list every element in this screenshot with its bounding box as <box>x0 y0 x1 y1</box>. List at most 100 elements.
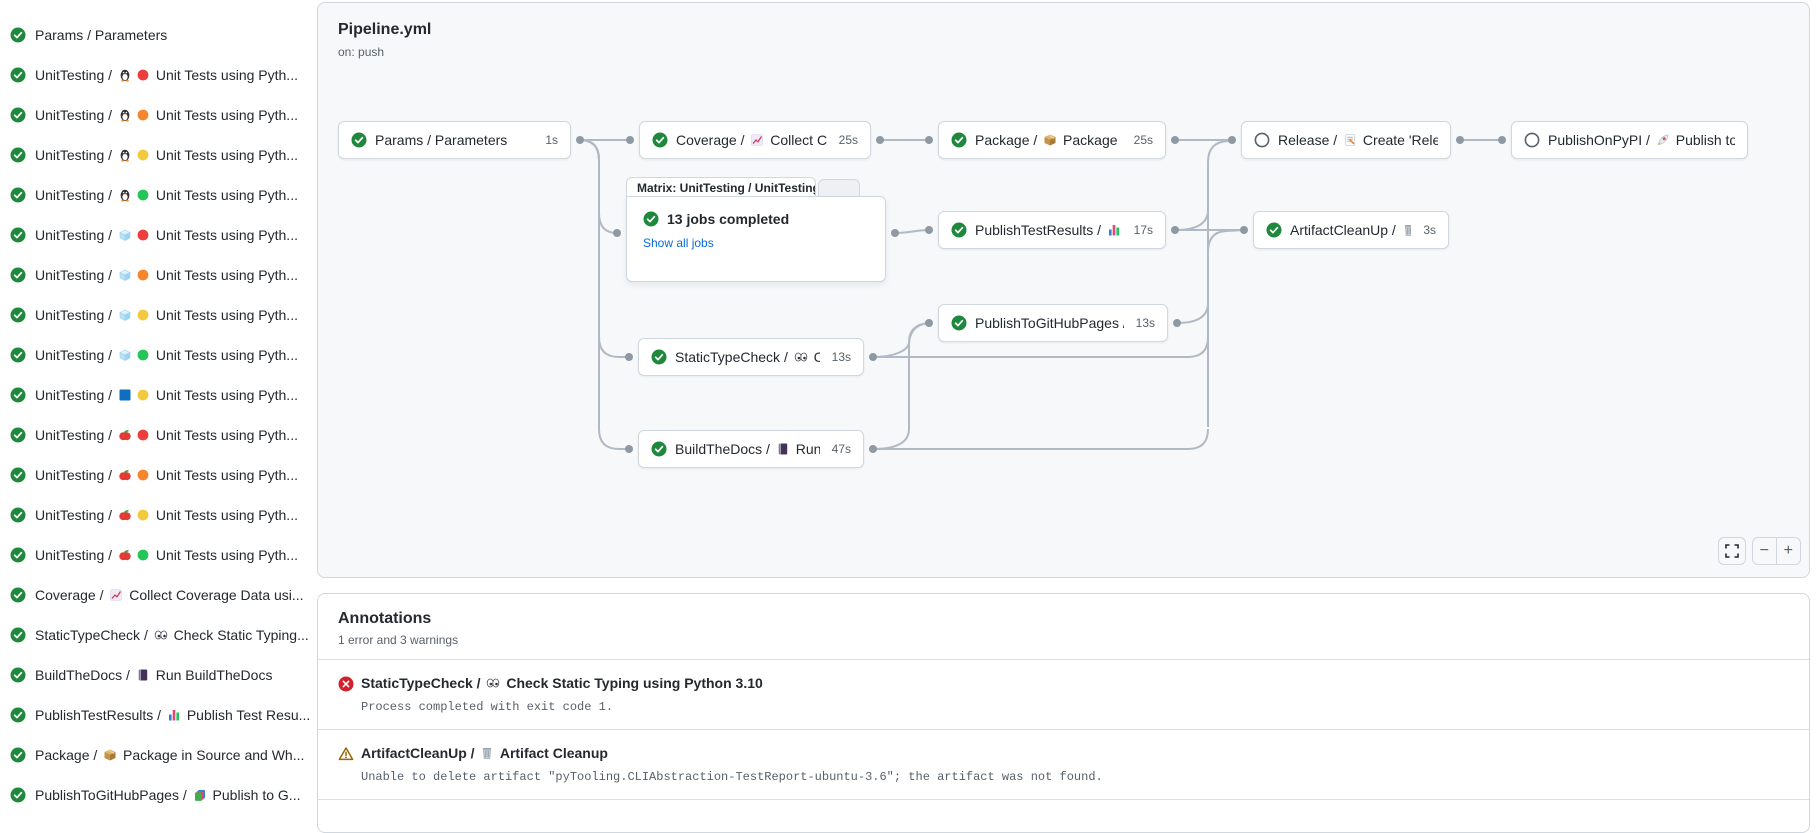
sidebar-job-item[interactable]: Package / Package in Source and Wh... <box>0 735 317 775</box>
layers-icon <box>193 788 207 802</box>
graph-node-ptr[interactable]: PublishTestResults / Pu...17s <box>938 211 1166 249</box>
sidebar-job-item[interactable]: StaticTypeCheck / Check Static Typing... <box>0 615 317 655</box>
success-icon <box>10 147 26 163</box>
success-icon <box>10 667 26 683</box>
apple-icon <box>118 468 132 482</box>
success-icon <box>10 67 26 83</box>
sidebar-job-label: UnitTesting / Unit Tests using Pyth... <box>35 387 298 403</box>
job-name: UnitTesting <box>35 147 104 163</box>
sidebar-job-item[interactable]: UnitTesting / Unit Tests using Pyth... <box>0 535 317 575</box>
bar-chart-icon <box>167 708 181 722</box>
job-name: UnitTesting <box>35 227 104 243</box>
chart-up-icon <box>109 588 123 602</box>
separator: / <box>179 787 191 803</box>
step-label: Publish to G... <box>209 787 301 803</box>
sidebar-job-item[interactable]: UnitTesting / Unit Tests using Pyth... <box>0 175 317 215</box>
job-name: Package <box>975 132 1029 148</box>
job-name: ArtifactCleanUp <box>361 745 467 761</box>
job-name: Params <box>35 27 83 43</box>
annotation-error: StaticTypeCheck / Check Static Typing us… <box>318 660 1809 729</box>
graph-node-stc[interactable]: StaticTypeCheck / Chec...13s <box>638 338 864 376</box>
graph-node-pypi[interactable]: PublishOnPyPI / Publish to ... <box>1511 121 1748 159</box>
separator: / <box>1388 222 1400 238</box>
success-icon <box>10 627 26 643</box>
graph-node-pghp[interactable]: PublishToGitHubPages / ...13s <box>938 304 1168 342</box>
success-icon <box>351 132 367 148</box>
show-all-jobs-link[interactable]: Show all jobs <box>643 236 869 250</box>
sidebar-job-item[interactable]: UnitTesting / Unit Tests using Pyth... <box>0 455 317 495</box>
zoom-in-button[interactable]: + <box>1777 538 1800 564</box>
step-label: Publish to ... <box>1672 132 1735 148</box>
sidebar-job-item[interactable]: UnitTesting / Unit Tests using Pyth... <box>0 335 317 375</box>
separator: / <box>104 467 116 483</box>
annotation-body: StaticTypeCheck / Check Static Typing us… <box>361 675 763 714</box>
graph-node-acu[interactable]: ArtifactCleanUp / Artifac...3s <box>1253 211 1449 249</box>
node-label: Coverage / Collect Cove... <box>676 132 827 148</box>
separator: / <box>104 267 116 283</box>
job-name: UnitTesting <box>35 427 104 443</box>
success-icon <box>10 707 26 723</box>
sidebar-job-label: BuildTheDocs / Run BuildTheDocs <box>35 667 272 683</box>
matrix-group[interactable]: 13 jobs completed Show all jobs <box>626 196 886 282</box>
separator: / <box>89 747 101 763</box>
node-duration: 13s <box>832 350 851 364</box>
step-label: Unit Tests using Pyth... <box>152 67 298 83</box>
graph-node-btd[interactable]: BuildTheDocs / Run Buil...47s <box>638 430 864 468</box>
annotation-title[interactable]: StaticTypeCheck / Check Static Typing us… <box>361 675 763 691</box>
sidebar-job-item[interactable]: UnitTesting / Unit Tests using Pyth... <box>0 135 317 175</box>
node-label: BuildTheDocs / Run Buil... <box>675 441 820 457</box>
job-name: UnitTesting <box>35 547 104 563</box>
fullscreen-button[interactable] <box>1718 537 1746 565</box>
success-icon <box>1266 222 1282 238</box>
separator: / <box>467 745 479 761</box>
separator: / <box>1329 132 1341 148</box>
dot-red-icon <box>136 428 150 442</box>
sidebar-job-item[interactable]: UnitTesting / Unit Tests using Pyth... <box>0 95 317 135</box>
sidebar-job-item[interactable]: UnitTesting / Unit Tests using Pyth... <box>0 495 317 535</box>
success-icon <box>10 467 26 483</box>
sidebar-job-item[interactable]: Coverage / Collect Coverage Data usi... <box>0 575 317 615</box>
annotation-title[interactable]: ArtifactCleanUp / Artifact Cleanup <box>361 745 1103 761</box>
node-label: Package / Package in So... <box>975 132 1122 148</box>
notebook-icon <box>136 668 150 682</box>
step-label: Unit Tests using Pyth... <box>152 507 298 523</box>
job-name: PublishToGitHubPages <box>975 315 1119 331</box>
ice-icon <box>118 348 132 362</box>
package-icon <box>1043 133 1057 147</box>
separator: / <box>762 441 774 457</box>
sidebar-job-item[interactable]: Params / Parameters <box>0 15 317 55</box>
sidebar-job-item[interactable]: PublishTestResults / Publish Test Resu..… <box>0 695 317 735</box>
sidebar-job-item[interactable]: UnitTesting / Unit Tests using Pyth... <box>0 295 317 335</box>
separator: / <box>104 187 116 203</box>
sidebar-job-item[interactable]: PublishToGitHubPages / Publish to G... <box>0 775 317 815</box>
sidebar-job-item[interactable]: UnitTesting / Unit Tests using Pyth... <box>0 375 317 415</box>
ice-icon <box>118 268 132 282</box>
node-duration: 3s <box>1423 223 1436 237</box>
sidebar-job-label: UnitTesting / Unit Tests using Pyth... <box>35 347 298 363</box>
step-label: Package in Source and Wh... <box>119 747 304 763</box>
job-name: UnitTesting <box>35 107 104 123</box>
dot-green-icon <box>136 348 150 362</box>
step-label: Unit Tests using Pyth... <box>152 547 298 563</box>
graph-node-release[interactable]: Release / Create 'Release P... <box>1241 121 1451 159</box>
sidebar-job-item[interactable]: UnitTesting / Unit Tests using Pyth... <box>0 415 317 455</box>
dot-orange-icon <box>136 268 150 282</box>
sidebar-job-item[interactable]: BuildTheDocs / Run BuildTheDocs <box>0 655 317 695</box>
sidebar-job-item[interactable]: UnitTesting / Unit Tests using Pyth... <box>0 255 317 295</box>
sidebar-job-item[interactable]: UnitTesting / Unit Tests using Pyth... <box>0 215 317 255</box>
step-label: Publish Test Resu... <box>183 707 309 723</box>
dot-yellow-icon <box>136 508 150 522</box>
step-label: Unit Tests using Pyth... <box>152 427 298 443</box>
graph-node-package[interactable]: Package / Package in So...25s <box>938 121 1166 159</box>
success-icon <box>951 315 967 331</box>
sidebar-job-item[interactable]: UnitTesting / Unit Tests using Pyth... <box>0 55 317 95</box>
job-name: ArtifactCleanUp <box>1290 222 1388 238</box>
job-name: StaticTypeCheck <box>35 627 140 643</box>
node-label: Params / Parameters <box>375 132 533 148</box>
job-name: Coverage <box>676 132 737 148</box>
graph-node-coverage[interactable]: Coverage / Collect Cove...25s <box>639 121 871 159</box>
zoom-out-button[interactable]: − <box>1753 538 1777 564</box>
success-icon <box>951 222 967 238</box>
job-name: PublishTestResults <box>35 707 153 723</box>
